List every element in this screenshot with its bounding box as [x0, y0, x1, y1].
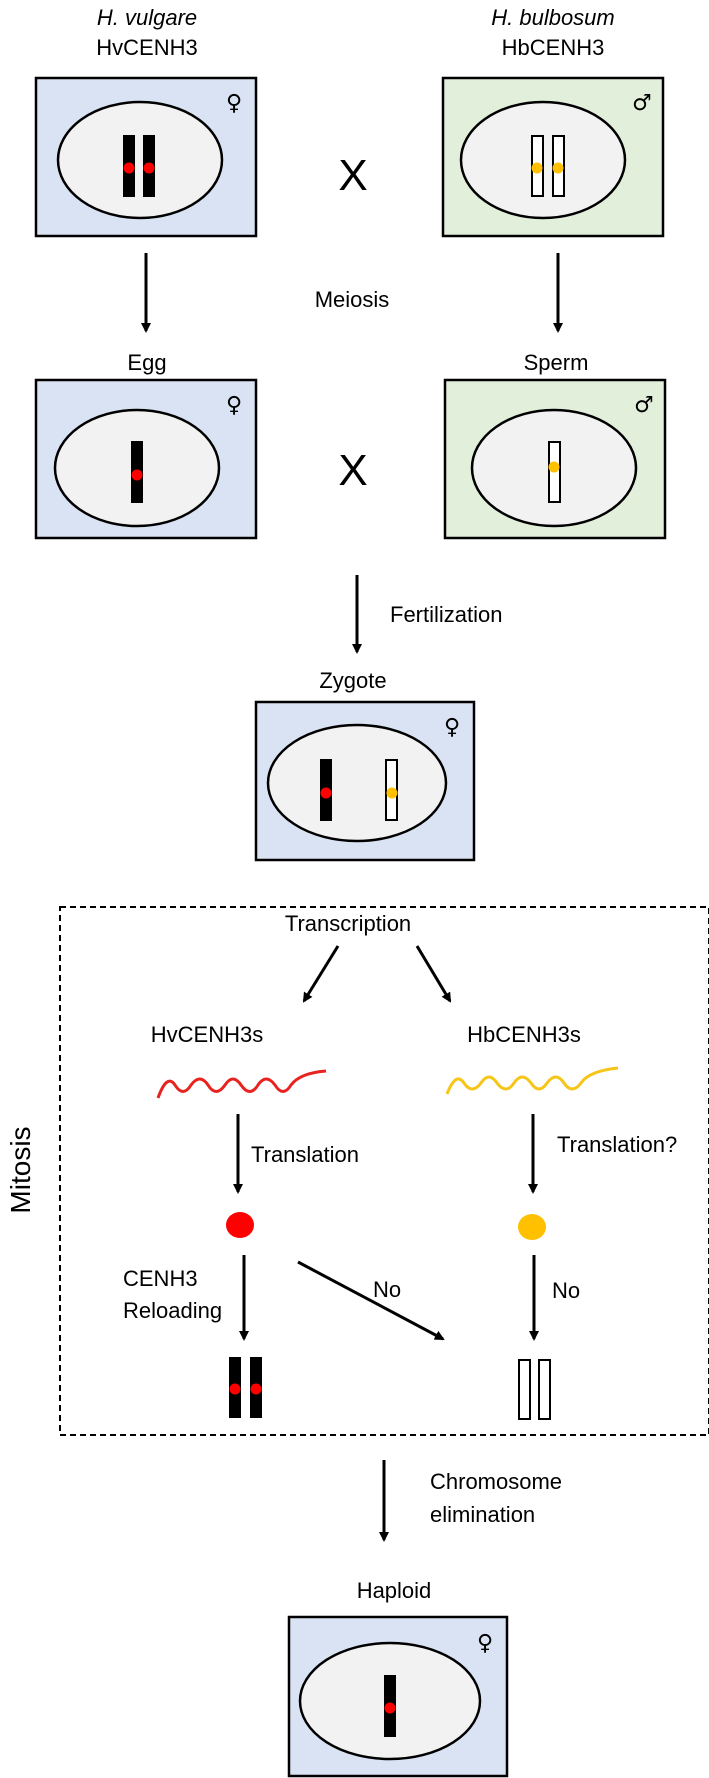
- zygote-nucleus: [266, 723, 448, 843]
- transcription-arrow-left: [302, 945, 340, 1003]
- transcription-label: Transcription: [285, 911, 411, 936]
- female-symbol: ♀: [226, 393, 242, 418]
- hvcenh3-protein-dot: [226, 1212, 254, 1238]
- meiosis-label: Meiosis: [315, 287, 390, 312]
- left-gene-label: HvCENH3: [96, 35, 197, 60]
- cross-symbol: X: [338, 446, 367, 495]
- sperm-cell: ♂: [443, 378, 667, 540]
- egg-cell: ♀: [34, 378, 258, 540]
- hb-chromosome-empty: [518, 1359, 531, 1420]
- mitosis-label: Mitosis: [5, 1126, 36, 1213]
- hv-mrna-wave: [156, 1069, 327, 1099]
- right-species-label: H. bulbosum: [491, 5, 615, 30]
- hv-centromere: [384, 1702, 396, 1714]
- haploid-cell: ♀: [287, 1615, 509, 1778]
- hv-centromere: [250, 1383, 262, 1395]
- elimination-label-line2: elimination: [430, 1502, 535, 1527]
- mitosis-box: [59, 906, 709, 1436]
- hv-centromere: [320, 787, 332, 799]
- hbcenh3-protein-dot: [518, 1214, 546, 1240]
- female-symbol: ♀: [477, 1631, 493, 1656]
- transcription-arrow-right: [415, 945, 452, 1003]
- cross-symbol: X: [338, 151, 367, 200]
- translation-label-left: Translation: [251, 1142, 359, 1167]
- left-species-label: H. vulgare: [97, 5, 197, 30]
- hb-centromere: [552, 162, 564, 174]
- hb-centromere: [548, 461, 560, 473]
- zygote-label: Zygote: [319, 668, 386, 693]
- male-symbol: ♂: [634, 393, 654, 418]
- fertilization-label: Fertilization: [390, 602, 502, 627]
- hb-chromosome-empty: [538, 1359, 551, 1420]
- hv-centromere: [123, 162, 135, 174]
- haploid-label: Haploid: [357, 1578, 432, 1603]
- hv-transcript-label: HvCENH3s: [151, 1022, 263, 1047]
- hb-mrna-wave: [445, 1066, 619, 1095]
- elimination-label-line1: Chromosome: [430, 1469, 562, 1494]
- female-symbol: ♀: [226, 91, 242, 116]
- hv-centromere: [131, 469, 143, 481]
- translation-label-right: Translation?: [557, 1132, 677, 1157]
- hv-parent-cell: ♀: [34, 76, 258, 238]
- egg-label: Egg: [127, 350, 166, 375]
- zygote-cell: ♀: [254, 700, 476, 862]
- sperm-label: Sperm: [524, 350, 589, 375]
- hb-parent-cell: ♂: [441, 76, 665, 238]
- female-symbol: ♀: [444, 715, 460, 740]
- hv-centromere: [229, 1383, 241, 1395]
- hb-transcript-label: HbCENH3s: [467, 1022, 581, 1047]
- reloading-label-line1: CENH3: [123, 1266, 198, 1291]
- right-gene-label: HbCENH3: [502, 35, 605, 60]
- reloading-label-line2: Reloading: [123, 1298, 222, 1323]
- male-symbol: ♂: [632, 91, 652, 116]
- hv-parent-nucleus: [56, 100, 224, 220]
- hb-centromere: [531, 162, 543, 174]
- hb-centromere: [386, 787, 398, 799]
- no-label-right: No: [552, 1278, 580, 1303]
- no-reloading-arrow-diag: [297, 1260, 445, 1341]
- no-label-diagonal: No: [373, 1277, 401, 1302]
- hv-centromere: [143, 162, 155, 174]
